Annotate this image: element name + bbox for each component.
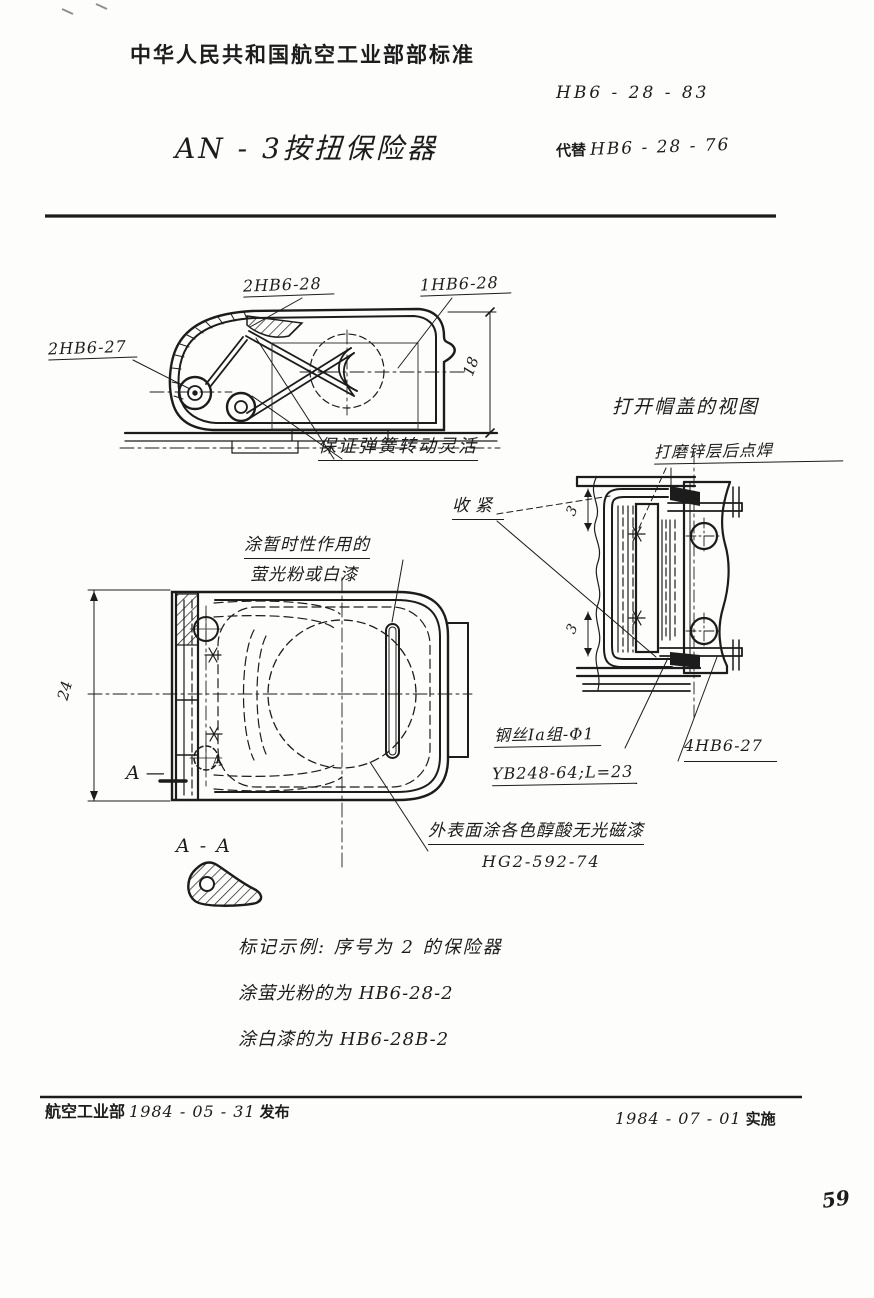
note-spring-rotation: 保证弹簧转动灵活	[318, 436, 478, 461]
spring-coil-left	[177, 375, 213, 411]
section-aa-title: A - A	[176, 835, 232, 857]
fig3-leaders	[369, 559, 429, 852]
side-protrusion	[447, 622, 469, 758]
callout-part-4hb6-27: 4HB6-27	[684, 736, 777, 763]
marking-example-line1: 标记示例: 序号为 2 的保险器	[238, 937, 503, 958]
open-cap-view-title: 打开帽盖的视图	[612, 396, 760, 418]
coat-star-marks	[204, 647, 223, 742]
standard-number: HB6 - 28 - 83	[556, 83, 710, 103]
base-plate	[119, 431, 501, 449]
note-tighten: 收紧	[452, 496, 504, 520]
footer-impl-line: 1984 - 07 - 01 实施	[615, 1109, 776, 1129]
figure-open-cap	[496, 451, 743, 762]
callout-part-2hb6-28: 2HB6-28	[243, 274, 335, 298]
top-bar	[575, 475, 697, 488]
standard-org-line: 中华人民共和国航空工业部部标准	[130, 44, 475, 67]
top-pin	[667, 502, 743, 512]
bracket-holes	[685, 517, 723, 650]
callout-wire-standard: YB248-64;L=23	[492, 762, 638, 787]
footer-impl-date: 1984 - 07 - 01	[615, 1109, 742, 1128]
fig1-dim-18	[447, 307, 497, 438]
supersede-label: 代替	[555, 142, 587, 161]
marking-example-line3: 涂白漆的为 HB6-28B-2	[238, 1029, 450, 1050]
callout-part-2hb6-27: 2HB6-27	[48, 337, 138, 361]
section-aa-shape	[187, 861, 263, 907]
callout-part-1hb6-28: 1HB6-28	[420, 273, 512, 297]
section-cut-mark: A —	[126, 762, 165, 784]
cap-outer-contour	[168, 307, 456, 432]
footer-issue-date: 1984 - 05 - 31	[129, 1102, 256, 1121]
fig3-centerlines	[87, 577, 473, 869]
page-number: 59	[820, 1185, 852, 1213]
fig1-leaders	[132, 297, 453, 460]
cap-inner	[214, 599, 441, 793]
note-paint-line2: HG2-592-74	[482, 852, 601, 871]
bracket-plate	[682, 480, 740, 675]
supersede-number: HB6 - 28 - 76	[589, 134, 731, 160]
note-coating-line2: 萤光粉或白漆	[250, 565, 358, 585]
spring-wires	[205, 330, 358, 419]
figure-closed-cap	[119, 297, 501, 460]
torn-edge	[592, 477, 601, 691]
note-paint-line1: 外表面涂各色醇酸无光磁漆	[428, 821, 644, 845]
footer-issuer: 航空工业部	[45, 1104, 126, 1121]
footer-issue-verb: 发布	[259, 1104, 290, 1121]
footer-impl-verb: 实施	[745, 1111, 776, 1128]
document-title: AN - 3按扭保险器	[175, 132, 438, 165]
callout-wire-spec: 钢丝Ia组-Φ1	[494, 724, 601, 749]
fig3-dim-24	[87, 589, 171, 802]
figure-front-view	[87, 559, 473, 869]
fig1-centerlines	[149, 329, 467, 416]
cap-wall-hatch	[171, 311, 248, 400]
fig2-dim-3-bottom	[584, 611, 592, 657]
note-spot-weld: 打磨锌层后点焊	[654, 440, 844, 466]
spring-pack	[617, 502, 676, 654]
scan-artifact-marks	[61, 3, 108, 15]
wire-loop	[603, 488, 673, 668]
bottom-pin	[659, 647, 743, 657]
weld-star-marks	[628, 526, 646, 626]
fig2-dim-3-top	[584, 488, 592, 532]
fig2-leaders	[496, 467, 718, 762]
note-coating-line1: 涂暂时性作用的	[244, 535, 370, 559]
inner-box	[271, 342, 419, 430]
marking-example-line2: 涂萤光粉的为 HB6-28-2	[238, 983, 454, 1004]
bottom-bar	[575, 666, 702, 692]
footer-issue-line: 航空工业部 1984 - 05 - 31 发布	[45, 1102, 290, 1122]
mounting-foot	[231, 429, 389, 454]
slot	[385, 623, 400, 759]
hidden-contours	[213, 600, 431, 792]
